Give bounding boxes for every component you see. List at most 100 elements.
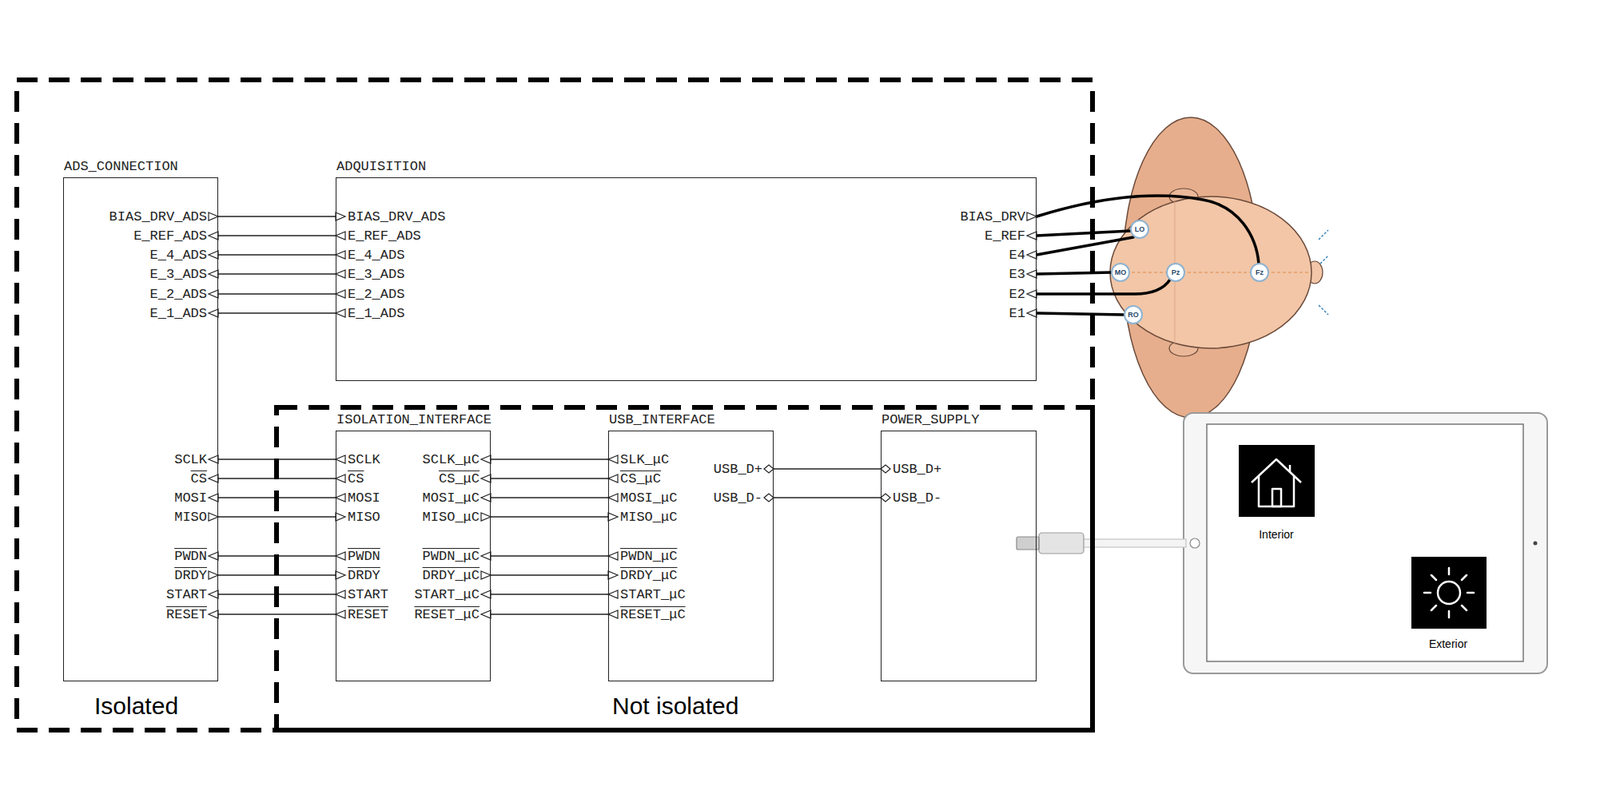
signal-wire [218,293,336,295]
pin-port [608,474,618,483]
icon-caption: Exterior [1400,636,1497,652]
pin-port [335,590,346,599]
pin-name: MISO_μC [620,509,677,526]
pin-name: E_4_ADS [347,246,405,264]
pin-port [608,513,618,522]
pin-port [335,571,346,580]
pin-port [1026,231,1037,240]
pin-name: BIAS_DRV_ADS [347,208,446,226]
pin-name: DRDY_μC [422,567,480,585]
electrode-label: Fz [1211,267,1308,279]
pin-port [481,610,491,619]
electrode-wire [1036,279,1171,295]
dashed-rect [16,79,1093,731]
pin-port [481,474,491,483]
pin-port [608,552,618,561]
pin-port [335,493,346,502]
signal-wire [218,516,336,518]
pin-port [208,493,219,502]
signal-wire [218,215,336,217]
pin-port [335,513,346,522]
pin-name: START [347,586,389,604]
pin-port [208,610,219,619]
signal-wire [773,468,881,470]
tablet-body [1183,413,1548,674]
signal-wire [490,613,609,615]
electrode-wire [1036,195,1259,264]
pin-port [208,250,219,259]
pin-name: RESET [347,606,389,624]
pin-name: E_3_ADS [347,266,405,283]
pin-name: PWDN_μC [422,548,480,566]
block-title: ISOLATION_INTERFACE [336,412,492,429]
pin-port [481,493,491,502]
pin-name: DRDY [347,567,381,585]
pin-name: PWDN [347,548,381,566]
pin-port [208,571,219,580]
pin-port [481,552,491,561]
pin-name: RESET_μC [413,606,480,624]
signal-wire [490,497,609,498]
pin-name: MOSI [347,489,381,507]
pin-port [880,465,891,474]
region-label: Isolated [94,692,179,721]
head [1110,196,1312,349]
pin-name: USB_D+ [713,461,763,478]
house-chimney [1289,465,1292,473]
pin-name: MISO_μC [422,509,480,526]
pin-port [1026,290,1037,299]
pin-port [208,290,219,299]
pin-port [481,590,491,599]
block-title: USB_INTERFACE [608,412,716,429]
isolation-region: Not isolatedISOLATION_INTERFACEUSB_INTER… [274,405,1095,733]
pin-port [208,552,219,561]
pin-name: PWDN [174,548,207,566]
camera-dot [1533,541,1538,546]
pin-port [208,270,219,279]
pin-port [481,513,491,522]
pin-name: E_1_ADS [150,305,207,323]
pin-port [335,455,346,464]
pin-port [1026,309,1037,318]
signal-wire [490,516,609,518]
electrode-label: MO [1072,267,1169,279]
pin-name: E_REF [984,227,1026,245]
pin-name: START_μC [620,586,686,604]
signal-wire [218,273,336,275]
pin-name: SCLK_μC [422,451,480,469]
pin-name: MISO [174,509,207,526]
dashed-outline [274,405,1095,733]
electrode-wires [1036,195,1259,315]
cable [1082,539,1187,548]
head-illustration [1110,117,1329,418]
pin-port [608,455,618,464]
sun-symbol [1424,568,1474,618]
electrode-wire [1036,272,1112,275]
pin-port [335,552,346,561]
pin-port [208,513,219,522]
pin-name: SCLK [174,451,207,469]
pin-port [481,571,491,580]
exterior-icon [1411,557,1487,629]
pin-port [208,455,219,464]
pin-port [335,270,346,279]
signal-wire [218,613,336,615]
pin-port [208,309,219,318]
electrode-label: RO [1085,310,1182,321]
pin-port [608,571,618,580]
pin-port [335,212,346,221]
pin-port [335,309,346,318]
pin-port [880,493,891,502]
signal-wire [490,477,609,479]
pin-name: E4 [1009,246,1026,264]
block-box: ADQUISITION [335,177,1037,382]
pin-name: USB_D- [892,489,942,507]
dashed-rect [276,407,1093,731]
usb-tip [1016,537,1039,550]
tablet [1183,413,1548,674]
pin-port [1026,270,1037,279]
block-title: POWER_SUPPLY [881,412,980,429]
pin-port [335,250,346,259]
